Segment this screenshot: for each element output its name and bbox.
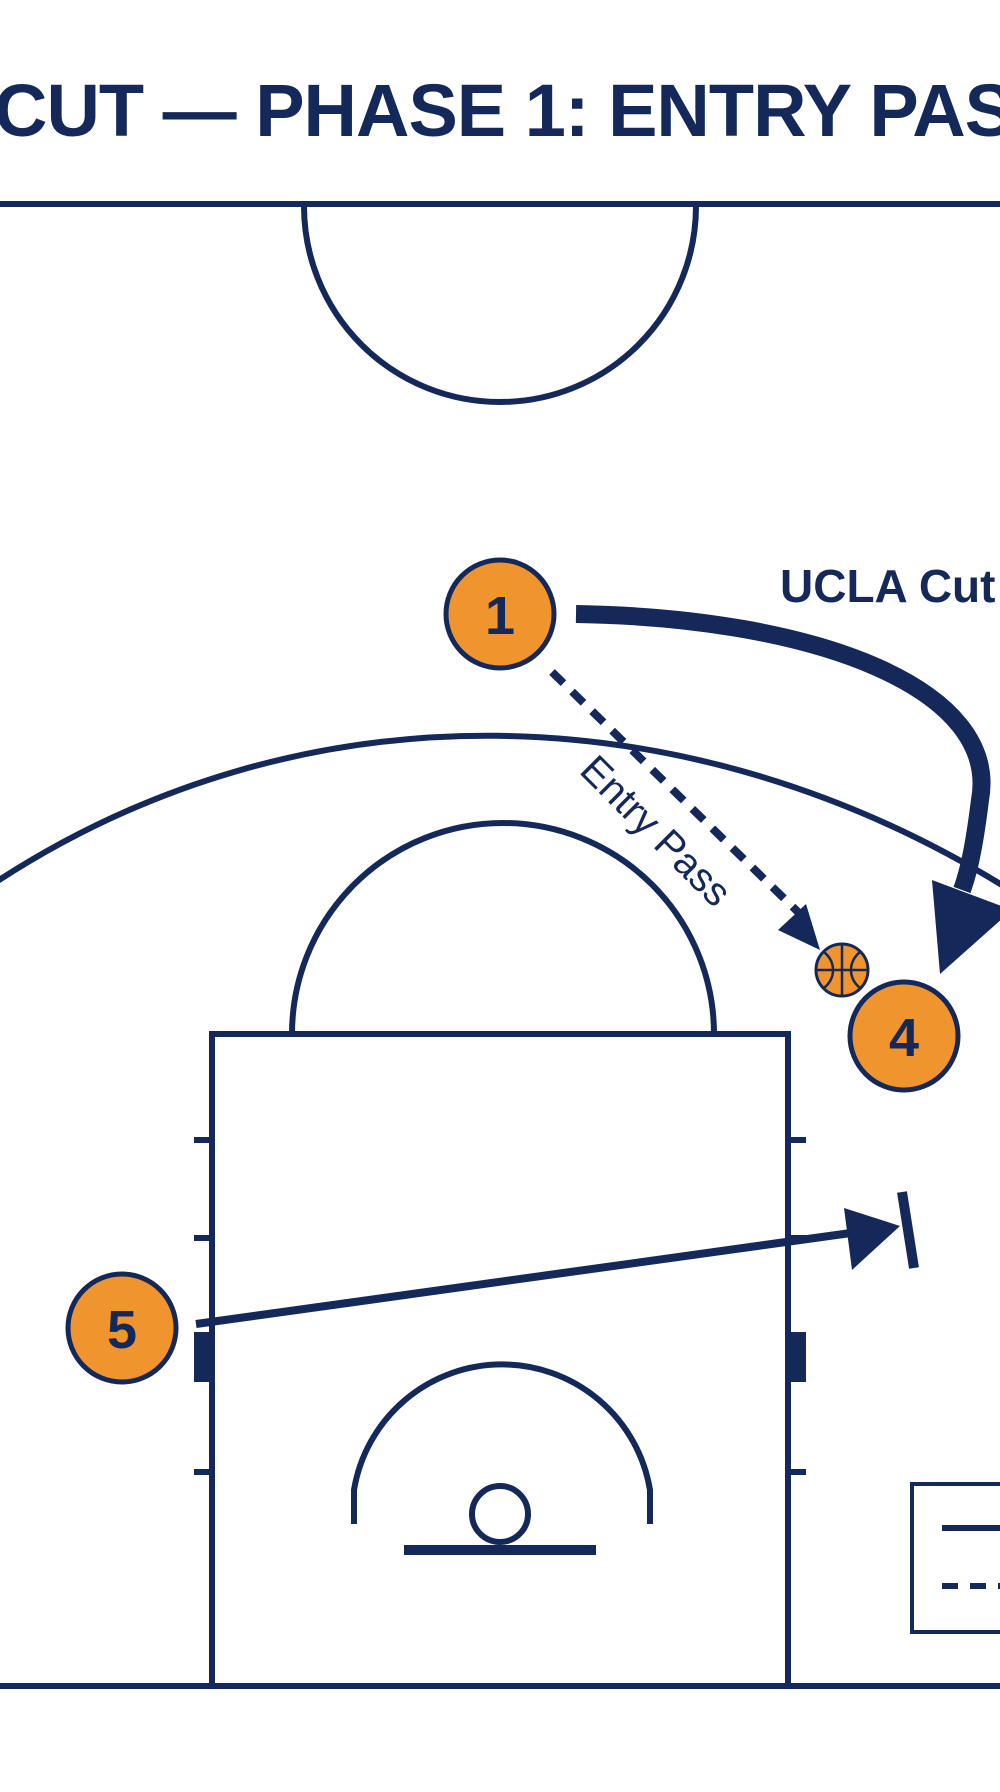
player-5: 5 bbox=[65, 1271, 179, 1385]
player-1: 1 bbox=[443, 557, 557, 671]
player-1-number: 1 bbox=[485, 586, 515, 646]
lane bbox=[209, 1031, 791, 1689]
player-5-number: 5 bbox=[107, 1300, 137, 1360]
legend-box bbox=[910, 1482, 1000, 1634]
entry-pass-path bbox=[549, 669, 820, 950]
basketball-icon bbox=[814, 942, 870, 998]
diagram-title: CUT — PHASE 1: ENTRY PASS & S bbox=[0, 69, 1000, 152]
pass-arrowhead bbox=[778, 904, 820, 950]
cut-arrowhead bbox=[932, 880, 1000, 974]
restricted-area-arc bbox=[351, 1361, 653, 1524]
center-circle bbox=[301, 205, 699, 405]
lane-blocks bbox=[194, 1332, 806, 1382]
screen-path bbox=[195, 1191, 919, 1328]
free-throw-arc bbox=[289, 820, 717, 1035]
screen-bar-icon bbox=[897, 1191, 919, 1269]
player-4-number: 4 bbox=[889, 1008, 919, 1068]
rim bbox=[469, 1483, 531, 1545]
screen-arrowhead bbox=[844, 1208, 900, 1270]
lane-block bbox=[194, 1332, 212, 1382]
ucla-cut-label: UCLA Cut bbox=[780, 560, 995, 612]
three-point-arc bbox=[0, 732, 1000, 888]
ucla-cut-path bbox=[575, 605, 1000, 974]
player-4: 4 bbox=[847, 979, 961, 1093]
lane-block bbox=[788, 1332, 806, 1382]
